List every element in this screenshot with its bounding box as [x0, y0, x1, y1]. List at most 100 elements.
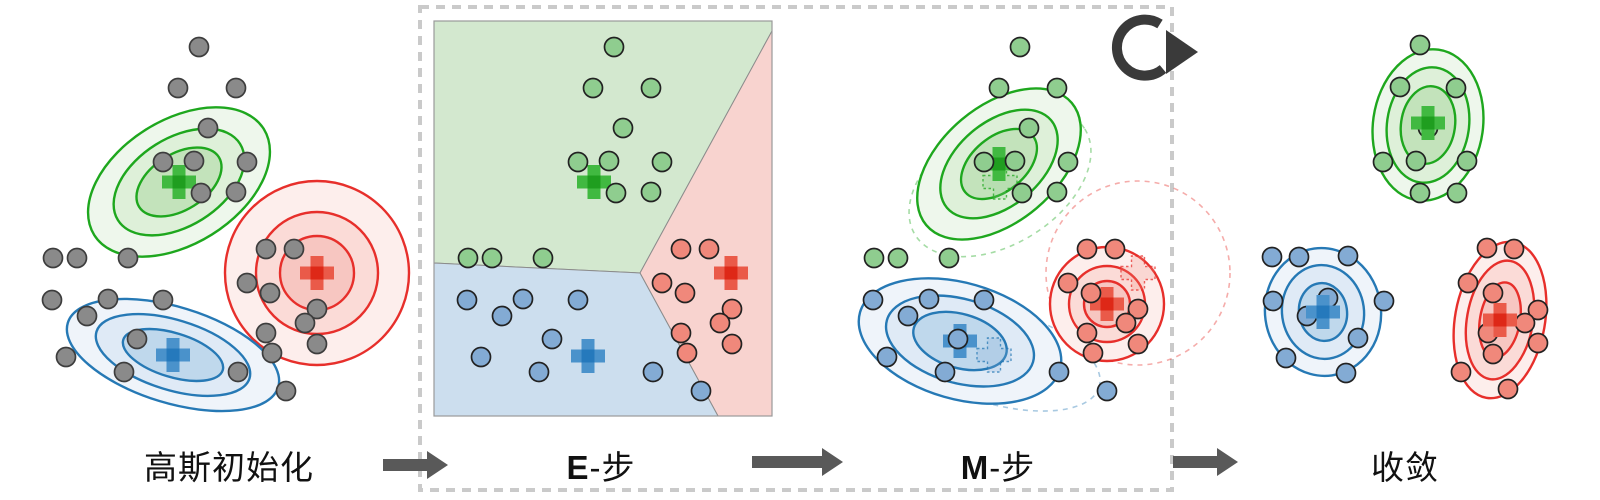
data-point [947, 328, 969, 350]
data-point [294, 312, 316, 334]
data-point [97, 288, 119, 310]
data-point [1261, 246, 1283, 268]
data-point [651, 272, 673, 294]
data-point [1409, 34, 1431, 56]
data-point [1337, 245, 1359, 267]
data-point [1446, 182, 1468, 204]
data-point [481, 247, 503, 269]
data-point [55, 346, 77, 368]
data-point [528, 361, 550, 383]
data-point [918, 288, 940, 310]
data-point [1482, 282, 1504, 304]
data-point [1373, 290, 1395, 312]
data-point [1104, 238, 1126, 260]
data-point [512, 288, 534, 310]
caption-converge: 收敛 [1371, 441, 1439, 489]
caption-bold-letter: M [960, 449, 990, 486]
data-point [876, 346, 898, 368]
data-point [721, 298, 743, 320]
data-point [41, 289, 63, 311]
data-point [1082, 342, 1104, 364]
data-point [236, 151, 258, 173]
data-point [603, 36, 625, 58]
data-point [709, 312, 731, 334]
data-point [1457, 272, 1479, 294]
data-point [567, 151, 589, 173]
right-arrow-icon-1 [383, 451, 448, 479]
data-point [1405, 150, 1427, 172]
data-point [457, 247, 479, 269]
caption-text: 收敛 [1371, 449, 1439, 486]
panel-m-step [857, 36, 1231, 412]
data-point [470, 346, 492, 368]
data-point [306, 298, 328, 320]
data-point [1115, 312, 1137, 334]
caption-gaussian-init: 高斯初始化 [144, 441, 314, 489]
data-point [605, 182, 627, 204]
data-point [541, 328, 563, 350]
data-point [1514, 312, 1536, 334]
data-point [567, 289, 589, 311]
data-point [1076, 238, 1098, 260]
data-point [255, 238, 277, 260]
data-point [698, 238, 720, 260]
data-point [640, 77, 662, 99]
data-point [1450, 361, 1472, 383]
data-point [674, 282, 696, 304]
data-point [582, 77, 604, 99]
data-point [670, 322, 692, 344]
data-point [255, 322, 277, 344]
data-point [1482, 343, 1504, 365]
data-point [1497, 378, 1519, 400]
data-point [1275, 347, 1297, 369]
data-point [1372, 151, 1394, 173]
data-point [126, 328, 148, 350]
data-point [1004, 150, 1026, 172]
data-point [491, 305, 513, 327]
iteration-loop-icon [1111, 14, 1198, 81]
data-point [66, 247, 88, 269]
data-point [1445, 77, 1467, 99]
data-point [670, 238, 692, 260]
data-point [938, 247, 960, 269]
data-point [197, 117, 219, 139]
data-point [1011, 182, 1033, 204]
data-point [1127, 298, 1149, 320]
data-point [1476, 237, 1498, 259]
data-point [259, 282, 281, 304]
data-point [1080, 282, 1102, 304]
data-point [973, 151, 995, 173]
data-point [152, 289, 174, 311]
data-point [190, 182, 212, 204]
data-point [612, 117, 634, 139]
data-point [642, 361, 664, 383]
data-point [76, 305, 98, 327]
data-point [275, 380, 297, 402]
data-point [897, 305, 919, 327]
data-point [1009, 36, 1031, 58]
caption-text: -步 [989, 449, 1036, 486]
caption-m-step: M-步 [961, 441, 1036, 489]
caption-bold-letter: E [566, 449, 590, 486]
data-point [676, 342, 698, 364]
data-point [640, 181, 662, 203]
caption-e-step: E-步 [566, 441, 635, 489]
data-point [1389, 76, 1411, 98]
caption-text: -步 [589, 449, 636, 486]
data-point [1046, 181, 1068, 203]
data-point [1527, 299, 1549, 321]
data-point [456, 289, 478, 311]
data-point [1409, 182, 1431, 204]
data-point [283, 238, 305, 260]
data-point [532, 247, 554, 269]
data-point [651, 151, 673, 173]
data-point [167, 77, 189, 99]
data-point [1096, 380, 1118, 402]
data-point [306, 333, 328, 355]
panel-e-step [433, 20, 773, 417]
data-point [1048, 361, 1070, 383]
data-point [988, 77, 1010, 99]
data-point [183, 150, 205, 172]
